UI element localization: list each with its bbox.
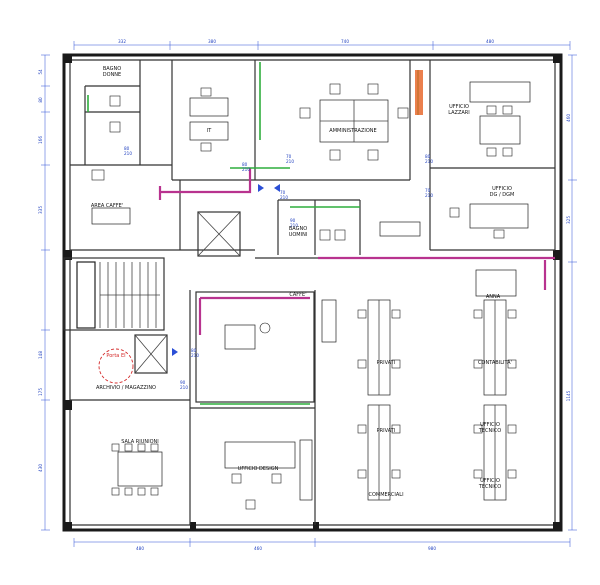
dim-right-3: 1145 (566, 390, 571, 401)
dim-left-5: 148 (38, 351, 43, 359)
dim-bottom-2: 460 (254, 546, 262, 551)
arrow-marker-icon (172, 348, 178, 356)
dim-left-3: 166 (38, 136, 43, 144)
room-label-area-caffe: AREA CAFFE' (91, 203, 123, 209)
room-label-amministrazione: AMMINISTRAZIONE (329, 128, 376, 134)
room-label-anna: ANNA (486, 294, 501, 300)
room-label-ufficio-design: UFFICIO DESIGN (238, 466, 279, 472)
red-equipment-panel (415, 70, 423, 115)
dimension-lines-bottom: 480 460 980 (73, 538, 571, 551)
furniture (91, 81, 531, 510)
dim-left-7: 430 (38, 464, 43, 472)
room-label-privati-2: PRIVATI (377, 428, 396, 434)
dim-bottom-3: 980 (428, 546, 436, 551)
room-label-archivio: ARCHIVIO / MAGAZZINO (96, 385, 156, 391)
stair-treads (76, 261, 160, 329)
room-label-privati-1: PRIVATI (377, 360, 396, 366)
room-label-it: IT (207, 128, 212, 134)
dim-right-2: 325 (566, 216, 571, 224)
dim-left-4: 335 (38, 206, 43, 214)
dimension-lines-right: 460 325 1145 (566, 54, 577, 531)
emergency-door-circle (98, 348, 134, 384)
room-label-porta-ei: Porta EI (106, 353, 125, 359)
dimension-lines-top: 332 380 740 480 (73, 39, 571, 50)
dim-bottom-1: 480 (136, 546, 144, 551)
dim-top-4: 480 (486, 39, 494, 44)
entrance-markers (172, 184, 280, 356)
dim-left-6: 175 (38, 388, 43, 396)
dim-top-2: 380 (208, 39, 216, 44)
dim-top-3: 740 (341, 39, 349, 44)
room-label-contabilita: CONTABILITA' (478, 360, 512, 366)
room-label-caffe: CAFFE' (289, 292, 306, 298)
dim-top-1: 332 (118, 39, 126, 44)
dim-right-1: 460 (566, 114, 571, 122)
arrow-marker-icon (258, 184, 264, 192)
dim-left-2: 80 (38, 97, 43, 103)
dimension-lines-left: 54 80 166 335 148 175 430 (38, 54, 50, 531)
service-lines (87, 62, 555, 405)
room-label-commerciali: COMMERCIALI (368, 492, 403, 498)
room-label-sala-riunioni: SALA RIUNIONI (121, 439, 159, 445)
dim-left-1: 54 (38, 69, 43, 75)
arrow-marker-icon (274, 184, 280, 192)
